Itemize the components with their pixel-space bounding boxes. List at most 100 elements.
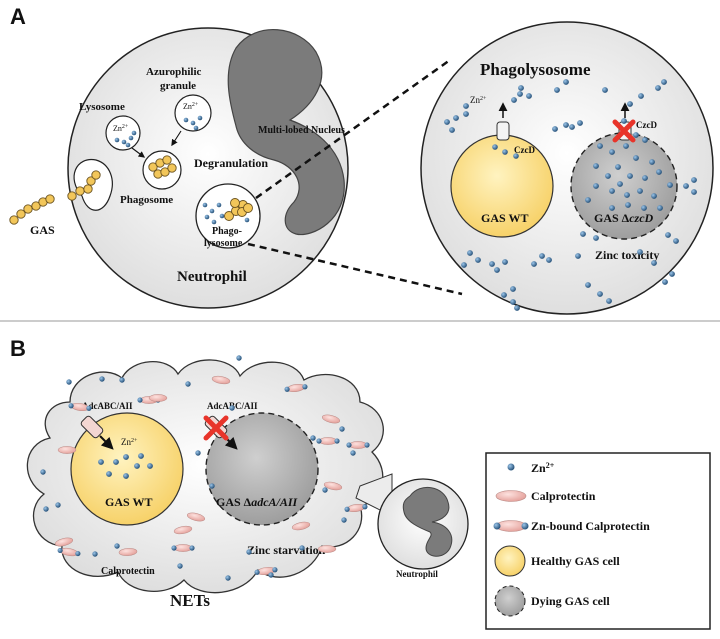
zinc-ion (510, 299, 516, 305)
panel-b-letter: B (10, 336, 26, 361)
gas-wt-inner-zinc (492, 144, 519, 159)
large-phagolysosome-zinc (444, 79, 697, 311)
zinc-ion (114, 543, 120, 549)
adc-transporter-wt (80, 415, 114, 450)
zinc-ion (134, 463, 140, 469)
gas-coccus (91, 170, 101, 180)
multi-lobed-nucleus (227, 28, 345, 236)
zinc-ion (92, 551, 98, 557)
gas-czcd-mutant-label: GAS ΔczcD (594, 211, 654, 225)
zinc-ion (563, 79, 569, 85)
zinc-ion (40, 469, 46, 475)
nets-label: NETs (170, 591, 210, 610)
lysosome-zinc (114, 130, 137, 148)
gas-coccus (67, 191, 77, 201)
zn-bound-calprotectin (173, 544, 193, 552)
zinc-ion (511, 97, 517, 103)
zinc-ion (244, 217, 250, 223)
zinc-ion (75, 550, 81, 557)
zinc-ion (246, 549, 252, 555)
zinc-ion (346, 442, 352, 448)
zinc-starvation-label: Zinc starvation (247, 543, 326, 557)
zinc-ion (147, 463, 153, 469)
zinc-ion (362, 504, 368, 510)
zinc-ion (514, 305, 520, 311)
granule-zn-label: Zn2+ (183, 102, 199, 111)
phagolysosome-label-line1: Phago- (212, 226, 242, 237)
zinc-ion (86, 405, 92, 411)
zinc-ion (344, 506, 350, 512)
large-zn-label: Zn2+ (470, 95, 487, 105)
inhibit-cross-b (203, 415, 229, 441)
zinc-ion (609, 205, 615, 211)
legend: Zn2+ Calprotectin Zn-bound Calprotectin … (485, 452, 711, 630)
gas-coccus (148, 162, 158, 172)
zinc-ion (489, 261, 495, 267)
legend-healthy-swatch (494, 545, 526, 577)
zinc-ion (597, 291, 603, 297)
zinc-toxicity-label: Zinc toxicity (595, 248, 659, 262)
zinc-ion (131, 130, 137, 136)
zoom-line-bottom (247, 242, 463, 296)
gas-label: GAS (30, 223, 55, 237)
zinc-ion (121, 139, 127, 145)
adc-label-left: AdcABC/AII (82, 401, 133, 411)
zn-bound-calprotectin (318, 437, 338, 445)
small-phagolysosome-gas (224, 198, 253, 221)
zinc-ion (526, 93, 532, 99)
zinc-ion (254, 569, 260, 575)
gas-coccus (224, 211, 234, 221)
zinc-ion (554, 87, 560, 93)
legend-label-zn-calprotectin: Zn-bound Calprotectin (531, 519, 650, 533)
zinc-ion (569, 124, 575, 130)
legend-calprotectin-swatch (495, 490, 527, 502)
zinc-ion (316, 438, 322, 444)
engulfed-gas-chain (67, 170, 101, 201)
zinc-ion (183, 117, 189, 123)
zinc-ion (113, 459, 119, 465)
zinc-ion (123, 454, 129, 460)
zinc-ion (68, 403, 74, 409)
zinc-ion (202, 202, 208, 208)
lysosome (105, 115, 141, 151)
zinc-ion (633, 155, 639, 161)
zinc-ion (683, 183, 689, 189)
zinc-ion (501, 292, 507, 298)
zinc-ion (197, 115, 203, 121)
zinc-ion (195, 450, 201, 456)
zinc-ion (624, 192, 630, 198)
panel-a-letter: A (10, 4, 26, 29)
zinc-ion (219, 213, 225, 219)
zinc-ion (605, 173, 611, 179)
zn-bound-calprotectin (348, 441, 368, 449)
azurophilic-granule (174, 94, 212, 132)
zinc-ion (444, 119, 450, 125)
small-neutrophil-nucleus (402, 487, 453, 557)
zinc-ion (364, 442, 370, 448)
small-phagolysosome-zinc (202, 202, 250, 225)
zinc-ion (651, 260, 657, 266)
zinc-ion (185, 381, 191, 387)
zinc-ion (656, 169, 662, 175)
zinc-ion (606, 298, 612, 304)
zinc-ion (633, 132, 639, 138)
lysosome-zn-label: Zn2+ (113, 124, 129, 133)
nets-free-zinc (40, 355, 356, 581)
zinc-ion (284, 386, 290, 392)
zinc-ion (55, 502, 61, 508)
zinc-ion (216, 202, 222, 208)
legend-label-calprotectin: Calprotectin (531, 489, 596, 503)
zinc-ion (609, 149, 615, 155)
gas-coccus (162, 155, 172, 165)
gas-wt-label-a: GAS WT (481, 211, 528, 225)
zinc-ion (193, 125, 199, 131)
zinc-ion (642, 137, 648, 143)
phagolysosome-label-line2: lysosome (204, 238, 243, 249)
zinc-ion (546, 257, 552, 263)
arrow-lysosome-to-phagosome (131, 147, 146, 158)
zinc-ion (171, 545, 177, 551)
zinc-ion (638, 93, 644, 99)
arrow-granule-to-phagosome (171, 130, 182, 147)
zinc-ion (463, 111, 469, 117)
calprotectin (54, 537, 74, 547)
